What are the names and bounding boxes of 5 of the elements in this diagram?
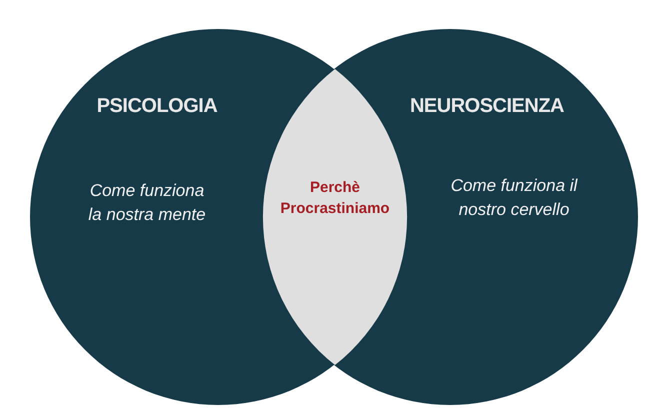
circle-heading: NEUROSCIENZA <box>408 95 565 118</box>
circle-heading: PSICOLOGIA <box>96 95 218 118</box>
overlap-label: Perchè Procrastiniamo <box>279 178 391 219</box>
circle-description: Come funziona il nostro cervello <box>450 175 579 221</box>
circle-description: Come funziona la nostra mente <box>87 180 207 226</box>
